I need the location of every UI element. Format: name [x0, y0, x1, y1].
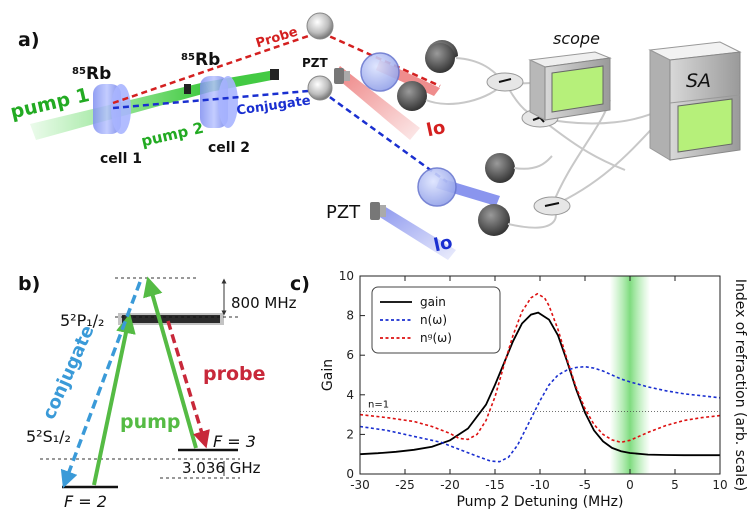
probe-lo-beam: [334, 66, 420, 140]
sa-label: SA: [686, 70, 711, 92]
p-state-blur: [118, 313, 224, 325]
legend-label: nᵍ(ω): [420, 331, 452, 345]
legend-label: n(ω): [420, 313, 447, 327]
x-tick-label: -10: [530, 478, 550, 492]
probe-arrow: [166, 320, 210, 449]
x-axis-label: Pump 2 Detuning (MHz): [456, 494, 623, 510]
probe-path: [112, 30, 441, 105]
conjugate-path: [112, 88, 448, 184]
f3-label: F = 3: [213, 432, 256, 451]
series-line-1: [359, 365, 721, 463]
rb2-symbol: Rb: [195, 50, 220, 70]
pzt-bottom-icon: [370, 202, 386, 220]
mixer-3-icon: [533, 196, 571, 216]
x-tick-label: 5: [671, 478, 679, 492]
cell1-label: cell 1: [100, 151, 142, 167]
detector-1-dome: [425, 43, 455, 73]
x-tick-label: -20: [440, 478, 460, 492]
x-tick-label: -5: [579, 478, 591, 492]
mirror-top-icon: [306, 12, 334, 40]
series-line-0: [359, 311, 720, 457]
rb1-symbol: Rb: [86, 64, 111, 84]
x-tick-label: -25: [395, 478, 415, 492]
rb2-mass: 85: [181, 52, 195, 63]
rb-cell-2: [200, 76, 238, 128]
legend-label: gain: [420, 295, 446, 309]
conj-lo-label: lo: [432, 232, 455, 256]
p-state-level: [122, 315, 220, 323]
spectrum-analyzer-icon: [648, 41, 742, 161]
n-eq-1-label: n=1: [368, 400, 389, 411]
scope-label: scope: [553, 29, 600, 48]
probe-b-label: probe: [203, 363, 266, 385]
x-tick-label: 10: [712, 478, 727, 492]
y-tick-label: 2: [346, 427, 354, 441]
beam-splitter-bottom-icon: [417, 167, 457, 207]
panel-b-label: b): [18, 273, 40, 295]
detector-3-icon: [485, 153, 515, 183]
x-tick-label: -15: [485, 478, 505, 492]
mirror-conj-icon: [307, 75, 333, 101]
y-tick-label: 0: [346, 467, 354, 481]
panel-a: a): [8, 12, 742, 260]
conjugate-b-label: conjugate: [38, 322, 98, 423]
y-tick-label: 4: [346, 388, 354, 402]
y-tick-label: 8: [346, 309, 354, 323]
conjugate-arrow: [60, 281, 142, 489]
y-axis-label: Gain: [320, 359, 336, 391]
f2-label: F = 2: [64, 492, 107, 511]
y-axis-right-label: Index of refraction (arb. scale): [732, 279, 747, 491]
pump-block-right: [270, 69, 279, 80]
s-state-label: 5²S₁/₂: [26, 427, 71, 446]
splitting-label: 3.036 GHz: [182, 459, 261, 477]
beam-splitter-top-icon: [360, 52, 400, 92]
mixer-1-icon: [486, 72, 524, 92]
rb1-mass: 85: [72, 66, 86, 77]
conj-lo-beam: [378, 206, 456, 260]
pump-arrow-1: [92, 313, 136, 486]
probe-lo-label: lo: [425, 117, 448, 141]
rb-cell-1: [93, 84, 131, 134]
pump-arrow-2: [143, 276, 198, 449]
scope-icon: [528, 51, 612, 121]
pzt-top-icon: [334, 68, 350, 84]
legend-box: [371, 286, 501, 354]
detector-2-icon: [397, 81, 427, 111]
detector-4-icon: [478, 204, 510, 236]
x-tick-label: -30: [350, 478, 370, 492]
panel-b: b) 800 MHz 3.036 GHz 5²P₁/₂ 5²S₁/₂ F = 2…: [18, 273, 297, 511]
p-state-label: 5²P₁/₂: [60, 311, 104, 330]
y-tick-label: 6: [346, 348, 354, 362]
cell2-label: cell 2: [208, 140, 250, 156]
panel-a-label: a): [18, 29, 40, 51]
panel-c-label: c): [290, 273, 310, 295]
highlight-band: [609, 276, 651, 474]
pzt-bottom-label: PZT: [326, 202, 361, 223]
series-line-2: [359, 292, 721, 444]
pump-block-mid: [184, 84, 191, 94]
pump-b-label: pump: [120, 411, 181, 433]
pump2-label: pump 2: [139, 119, 205, 151]
x-tick-label: 0: [626, 478, 634, 492]
pzt-top-label: PZT: [302, 56, 328, 70]
y-tick-label: 10: [339, 269, 354, 283]
detuning-label: 800 MHz: [231, 294, 297, 312]
